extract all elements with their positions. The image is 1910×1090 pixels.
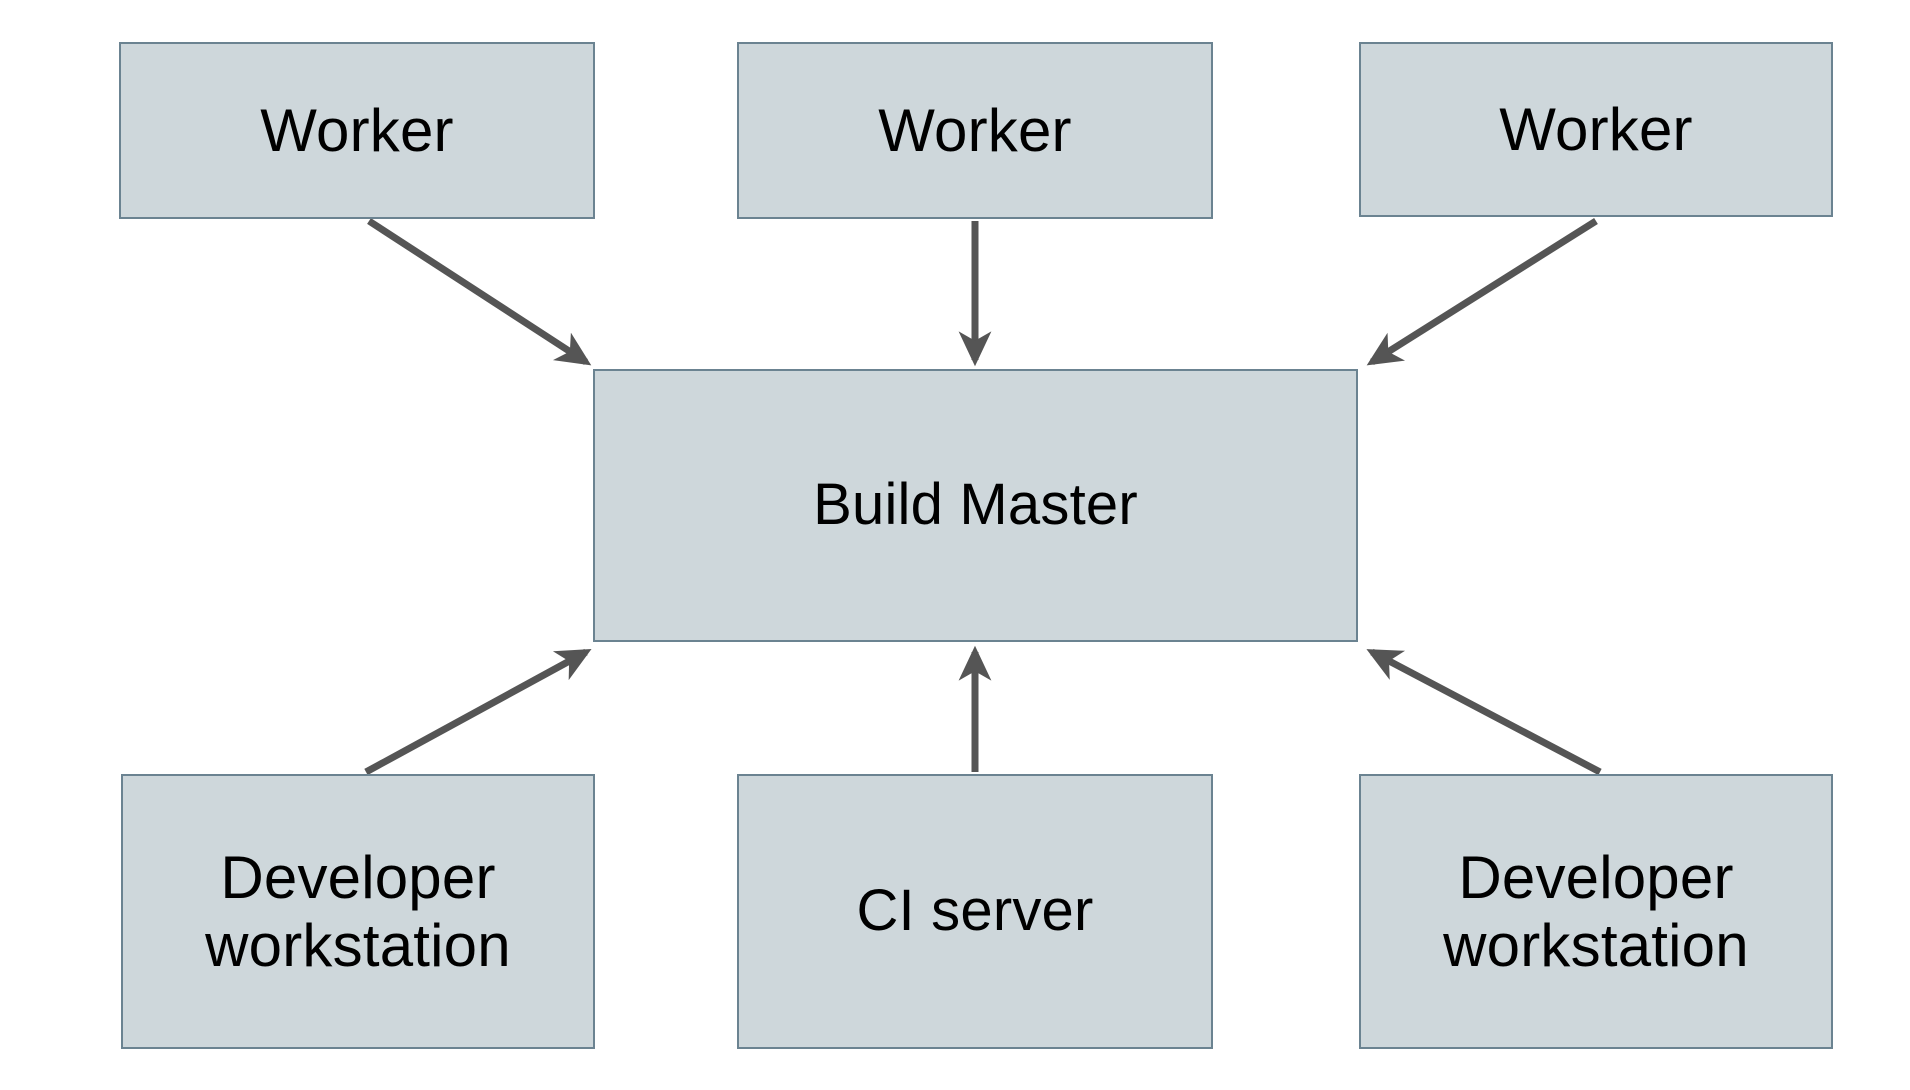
node-dev-workstation-right-label: Developer workstation xyxy=(1443,844,1749,979)
node-worker-2-label: Worker xyxy=(878,96,1072,164)
edge-worker-3-to-build-master xyxy=(1366,218,1598,366)
node-worker-1[interactable]: Worker xyxy=(119,42,595,219)
node-dev-workstation-right[interactable]: Developer workstation xyxy=(1359,774,1833,1049)
node-dev-workstation-left-label: Developer workstation xyxy=(205,844,511,979)
edge-worker-1-to-build-master xyxy=(367,218,592,366)
node-ci-server-label: CI server xyxy=(856,878,1094,944)
node-worker-3[interactable]: Worker xyxy=(1359,42,1833,217)
node-build-master[interactable]: Build Master xyxy=(593,369,1358,642)
node-worker-2[interactable]: Worker xyxy=(737,42,1213,219)
node-ci-server[interactable]: CI server xyxy=(737,774,1213,1049)
node-build-master-label: Build Master xyxy=(813,472,1138,538)
node-dev-workstation-left[interactable]: Developer workstation xyxy=(121,774,595,1049)
node-worker-3-label: Worker xyxy=(1499,95,1693,163)
node-worker-1-label: Worker xyxy=(260,96,454,164)
edge-dev-workstation-left-to-build-master xyxy=(364,648,592,776)
edge-dev-workstation-right-to-build-master xyxy=(1366,648,1602,776)
